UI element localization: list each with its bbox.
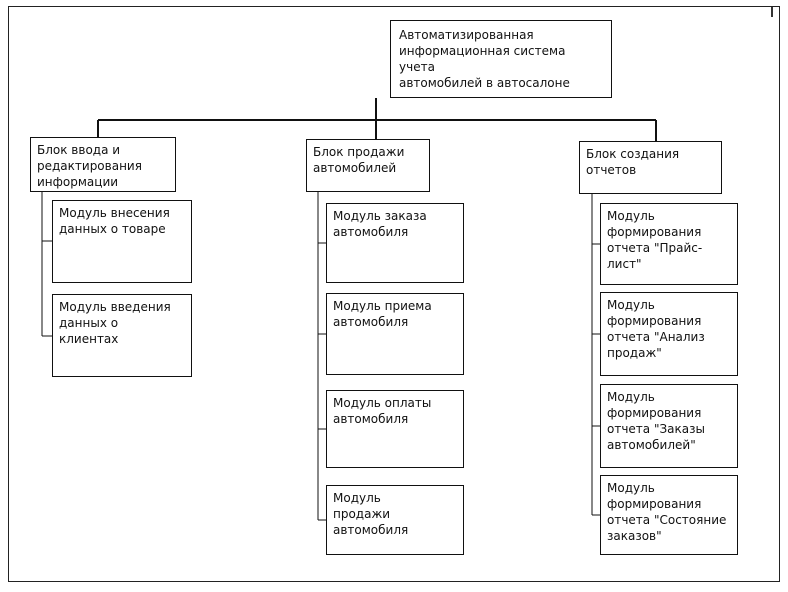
module-report-sales-analysis: Модуль формирования отчета "Анализ прода… <box>600 292 738 376</box>
block-reports: Блок создания отчетов <box>579 141 722 194</box>
module-car-receipt: Модуль приема автомобиля <box>326 293 464 375</box>
module-report-price-list: Модуль формирования отчета "Прайс- лист" <box>600 203 738 285</box>
module-car-payment: Модуль оплаты автомобиля <box>326 390 464 468</box>
diagram-frame <box>8 6 780 582</box>
block-car-sales: Блок продажи автомобилей <box>306 139 430 192</box>
module-client-data-entry: Модуль введения данных о клиентах <box>52 294 192 377</box>
module-report-order-status: Модуль формирования отчета "Состояние за… <box>600 475 738 555</box>
module-car-sale: Модуль продажи автомобиля <box>326 485 464 555</box>
module-report-car-orders: Модуль формирования отчета "Заказы автом… <box>600 384 738 468</box>
frame-corner-mark <box>771 7 773 17</box>
module-car-order: Модуль заказа автомобиля <box>326 203 464 283</box>
module-product-data-entry: Модуль внесения данных о товаре <box>52 200 192 283</box>
root-node: Автоматизированная информационная систем… <box>390 20 612 98</box>
block-input-editing: Блок ввода и редактирования информации <box>30 137 176 192</box>
